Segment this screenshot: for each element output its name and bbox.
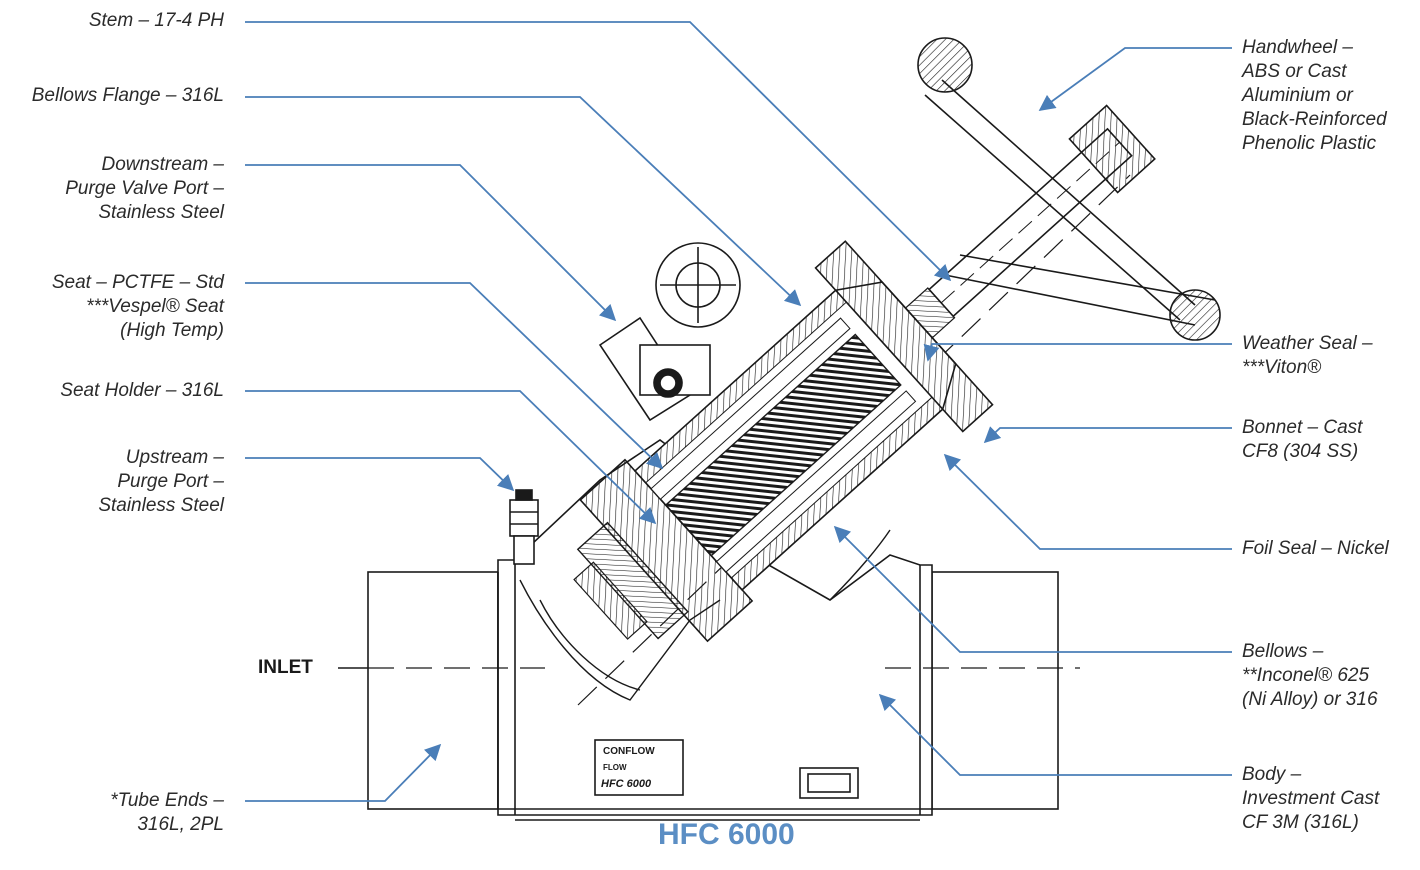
upstream-purge-port [509, 489, 539, 565]
leader-downstream-port [245, 164, 617, 322]
callout-seat-holder: Seat Holder – 316L [60, 380, 224, 401]
callout-body: Body – Investment Cast CF 3M (316L) [1242, 764, 1380, 833]
leader-tube-ends [245, 743, 442, 802]
callout-upstream-purge-port: Upstream – Purge Port – Stainless Steel [98, 447, 224, 516]
callout-stem: Stem – 17-4 PH [88, 10, 224, 31]
callout-bellows-flange: Bellows Flange – 316L [31, 85, 224, 106]
leader-bellows-flange [245, 96, 802, 307]
callout-downstream-purge-port: Downstream – Purge Valve Port – Stainles… [65, 154, 224, 223]
leader-lines [245, 21, 1232, 802]
leader-handwheel [1038, 47, 1232, 111]
leader-seat [245, 282, 664, 470]
leader-stem [245, 21, 952, 282]
tube-end-left [367, 571, 499, 810]
nameplate-brand: CONFLOW [603, 746, 655, 757]
handwheel [917, 37, 1221, 341]
inlet-label: INLET [258, 657, 313, 678]
bonnet-assembly [573, 104, 1156, 643]
callout-bellows: Bellows – **Inconel® 625 (Ni Alloy) or 3… [1242, 641, 1378, 710]
leader-bellows [833, 525, 1232, 653]
bellows [664, 333, 902, 557]
leader-seat-holder [245, 390, 657, 525]
nameplate-flow: FLOW [603, 763, 627, 772]
callout-bonnet: Bonnet – Cast CF8 (304 SS) [1242, 417, 1363, 462]
downstream-purge-valve [598, 242, 741, 422]
callout-tube-ends: *Tube Ends – 316L, 2PL [110, 790, 224, 835]
callout-seat: Seat – PCTFE – Std ***Vespel® Seat (High… [51, 272, 224, 341]
model-title: HFC 6000 [658, 818, 795, 851]
leader-foil-seal [943, 453, 1232, 550]
tube-end-right [931, 571, 1059, 810]
callout-handwheel: Handwheel – ABS or Cast Aluminium or Bla… [1242, 37, 1387, 154]
nameplate-model: HFC 6000 [601, 778, 652, 790]
leader-upstream-port [245, 457, 515, 492]
callout-foil-seal: Foil Seal – Nickel [1242, 538, 1389, 559]
leader-bonnet [983, 426, 1232, 444]
leader-body [878, 693, 1232, 776]
leader-weather-seal [923, 343, 1232, 362]
nameplate [594, 739, 684, 796]
callout-weather-seal: Weather Seal – ***Viton® [1242, 333, 1373, 378]
